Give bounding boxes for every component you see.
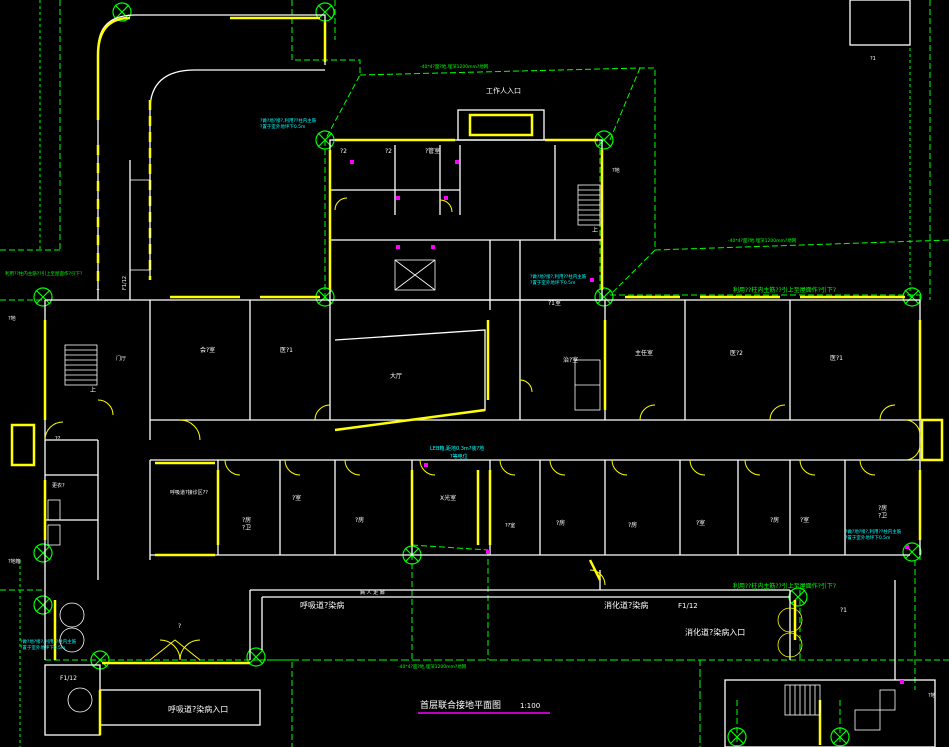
label-small-room-1: ?2 xyxy=(340,148,347,155)
label-big-room: ?1 xyxy=(840,607,847,614)
label-ground-box-2: ?地 xyxy=(612,167,620,174)
stairs xyxy=(64,179,821,716)
label-director-room: 主任室 xyxy=(635,349,653,357)
drawing-title: 首层联合接地平面图 xyxy=(420,699,501,711)
labels: 首层联合接地平面图 1:100 工作人入口 会?室 医?1 大厅 ?2 ?2 ?… xyxy=(5,56,936,714)
label-elevation-right: F1/12 xyxy=(678,602,698,610)
label-digest-zone: 消化道?染病 xyxy=(604,600,648,610)
note-downconductor-2: 利用??柱内主筋??引上至屋面作?引下? xyxy=(733,582,836,590)
label-patient-corridor: 病 人 走 廊 xyxy=(360,589,385,596)
note-leb-box: LEB箱,距地0.3m?装?地 xyxy=(430,445,484,452)
label-doctor-room-3: 医?1 xyxy=(830,355,843,362)
label-digest-entrance: 消化道?染病入口 xyxy=(685,627,745,637)
label-doctor-room-1: 医?1 xyxy=(280,347,293,354)
label-ward-b: ?房?卫 xyxy=(242,516,251,532)
label-lobby: ? xyxy=(178,623,181,630)
label-small-room-2: ?2 xyxy=(385,148,392,155)
label-ward-d: ?房 xyxy=(355,516,364,524)
label-resp-entrance: 呼吸道?染病入口 xyxy=(168,704,228,714)
label-treatment-room: 治?室 xyxy=(563,356,578,364)
label-ward-h: ?室 xyxy=(696,519,705,527)
label-ward-g: ?房 xyxy=(628,521,637,529)
note-ground-right: -40*4?面?地,埋深1200mm?地网 xyxy=(728,237,797,244)
label-doctor-room-2: 医?2 xyxy=(730,350,743,357)
label-work-entrance: 工作人入口 xyxy=(486,86,521,95)
label-ward-k: ?室 xyxy=(800,516,809,524)
equipotential-markers xyxy=(350,160,909,684)
label-ward-c: ?室 xyxy=(292,494,301,502)
label-ward-f: ?房 xyxy=(556,519,565,527)
label-xray-room: X光室 xyxy=(440,494,456,502)
label-stair-up-north: 上 xyxy=(592,226,598,234)
label-small-room-3: ?管室 xyxy=(425,147,440,155)
label-elevation-left: F1/12 xyxy=(122,276,128,290)
label-elevation-bottom: F1/12 xyxy=(60,675,77,682)
label-ward-a: 呼吸道?接诊区?? xyxy=(170,489,208,496)
fixtures xyxy=(47,499,896,731)
label-ground-box-3: ?地箱 xyxy=(8,558,21,565)
note-grounding-4: ?做?地?接?,利用??柱内主筋?置于室外地坪下0.5m xyxy=(20,638,77,651)
note-equipotential: ?等电位 xyxy=(450,453,468,460)
label-ground-box-1: ?地 xyxy=(8,315,16,322)
label-ward-l: ?房?卫 xyxy=(878,504,887,520)
note-grounding-1: ?做?地?接?,利用??柱内主筋?置于室外地坪下0.5m xyxy=(260,117,317,130)
drawing-scale: 1:100 xyxy=(520,702,540,710)
note-ground-top: -40*4?面?地,埋深1200mm?地网 xyxy=(420,63,489,70)
label-hall: 大厅 xyxy=(390,372,402,380)
label-study-room: ?1室 xyxy=(548,299,561,307)
note-downconductor-1: 利用??柱内主筋??引上至屋面作?引下? xyxy=(733,286,836,294)
label-meeting-room: 会?室 xyxy=(200,346,215,354)
label-resp-zone: 呼吸道?染病 xyxy=(300,600,344,610)
label-stair-up-west: 上 xyxy=(90,386,96,394)
doors xyxy=(44,197,921,661)
label-ward-j: ?房 xyxy=(770,516,779,524)
note-downconductor-3: 利用??柱内主筋??引上至屋面作?引下? xyxy=(5,270,83,277)
note-ground-bottom: -40*4?面?地,埋深1200mm?地网 xyxy=(398,663,467,670)
note-grounding-2: ?做?地?接?,利用??柱内主筋?置于室外地坪下0.5m xyxy=(530,273,587,286)
label-dressing: 更衣? xyxy=(52,482,65,489)
label-entry-hall: 门厅 xyxy=(116,355,126,362)
label-ward-e: ??室 xyxy=(505,522,515,529)
label-west-room: ?? xyxy=(55,436,61,442)
label-top-right: ?1 xyxy=(870,56,876,62)
note-grounding-3: ?做?地?接?,利用??柱内主筋?置于室外地坪下0.5m xyxy=(845,528,902,541)
label-ground-box-4: ?地 xyxy=(928,692,936,699)
